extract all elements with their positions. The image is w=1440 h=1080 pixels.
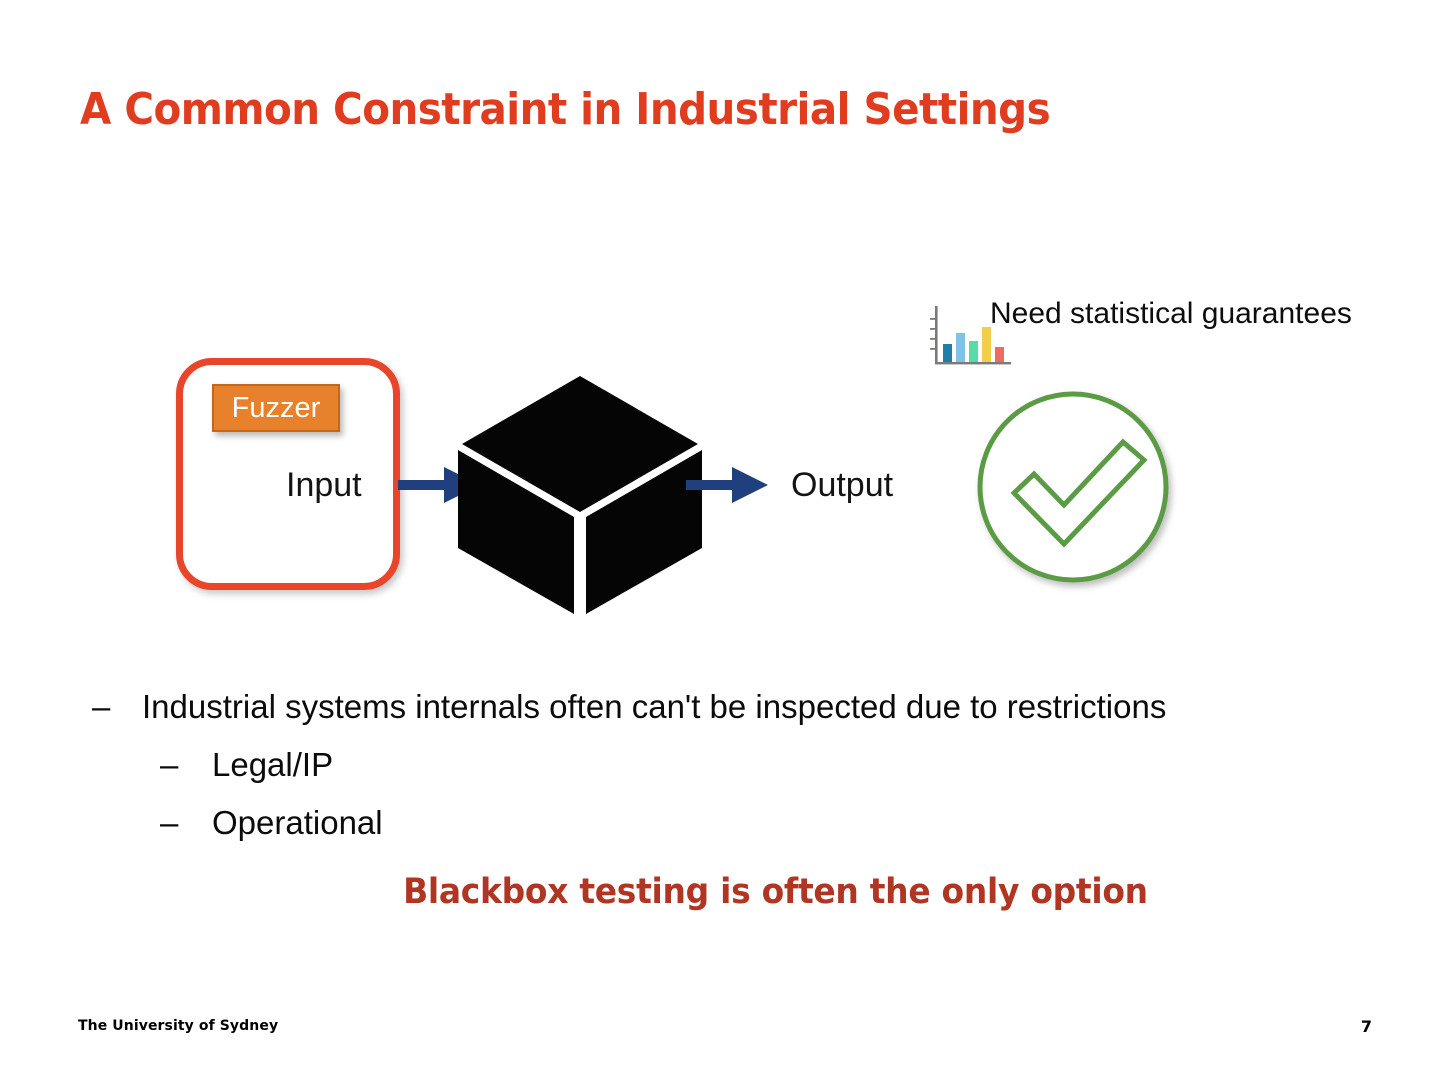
input-label: Input xyxy=(286,466,362,504)
bullet-text: Legal/IP xyxy=(212,746,334,783)
bullet-list: – Industrial systems internals often can… xyxy=(0,690,1440,839)
bullet-item-primary: – Industrial systems internals often can… xyxy=(0,690,1440,723)
takeaway-statement: Blackbox testing is often the only optio… xyxy=(403,872,1148,912)
bullet-item-sub-legal: – Legal/IP xyxy=(0,748,1440,781)
output-label: Output xyxy=(791,466,894,504)
check-circle-icon xyxy=(977,391,1169,583)
bullet-dash: – xyxy=(160,746,179,783)
footer-page-number: 7 xyxy=(1360,1017,1372,1036)
arrow-right-icon-2 xyxy=(686,467,768,503)
chart-caption: Need statistical guarantees xyxy=(990,297,1352,330)
pipeline-diagram: Fuzzer Input Output xyxy=(0,280,1440,640)
bullet-text: Industrial systems internals often can't… xyxy=(142,688,1167,725)
page-title: A Common Constraint in Industrial Settin… xyxy=(80,84,1051,135)
bar-chart-bars xyxy=(943,327,1004,362)
fuzzer-box: Fuzzer xyxy=(212,384,340,432)
bar-chart-icon xyxy=(930,306,1011,365)
bullet-text: Operational xyxy=(212,804,383,841)
black-box-cube-icon xyxy=(458,376,702,614)
bullet-item-sub-operational: – Operational xyxy=(0,806,1440,839)
bullet-dash: – xyxy=(92,688,111,725)
bullet-dash: – xyxy=(160,804,179,841)
footer-organisation: The University of Sydney xyxy=(78,1018,279,1034)
